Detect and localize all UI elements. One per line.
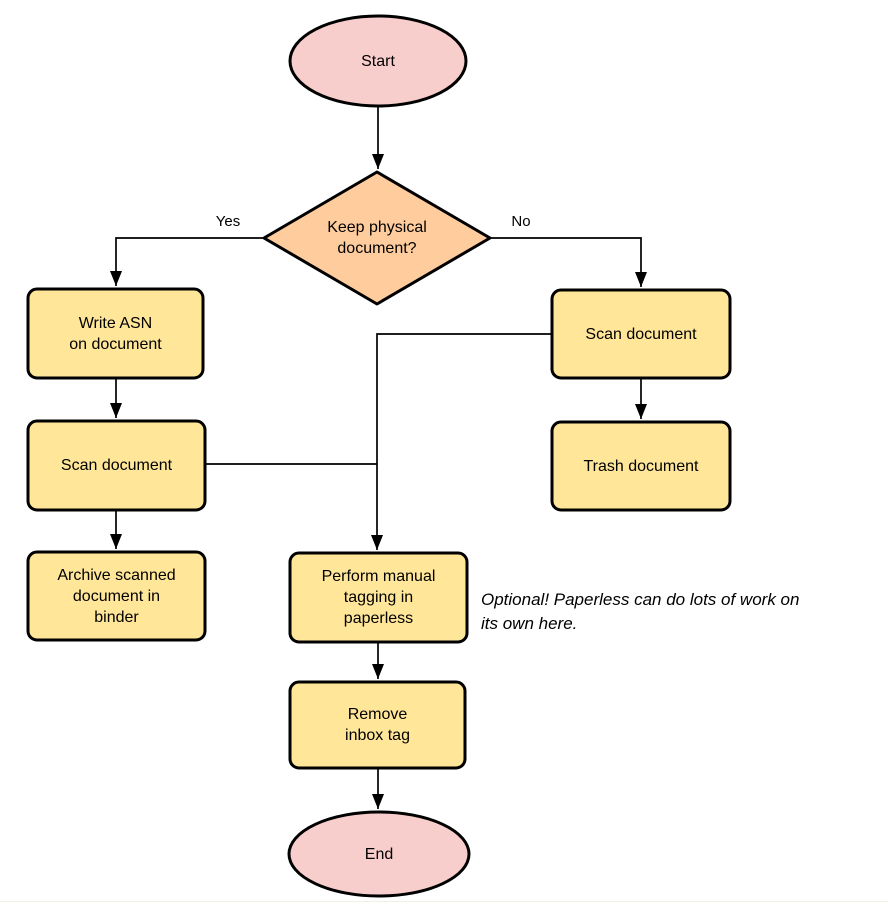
scan-left-process-shape [26, 419, 207, 512]
page-bottom-border [0, 901, 888, 902]
edge-decision-no [490, 237, 647, 287]
trash-process-shape [550, 420, 732, 512]
write-asn-process-shape [26, 287, 205, 380]
tagging-process-shape [288, 551, 469, 644]
archive-process-shape [26, 550, 207, 642]
start-terminal-shape [288, 14, 468, 108]
optional-annotation-text: Optional! Paperless can do lots of work … [481, 590, 800, 633]
remove-inbox-process-shape [288, 680, 467, 770]
edge-decision-yes [110, 237, 264, 286]
end-terminal-shape [287, 810, 471, 898]
decision-diamond-shape [262, 170, 492, 306]
edge-scanright-to-tagging [371, 333, 552, 550]
scan-right-process-shape [550, 288, 732, 380]
